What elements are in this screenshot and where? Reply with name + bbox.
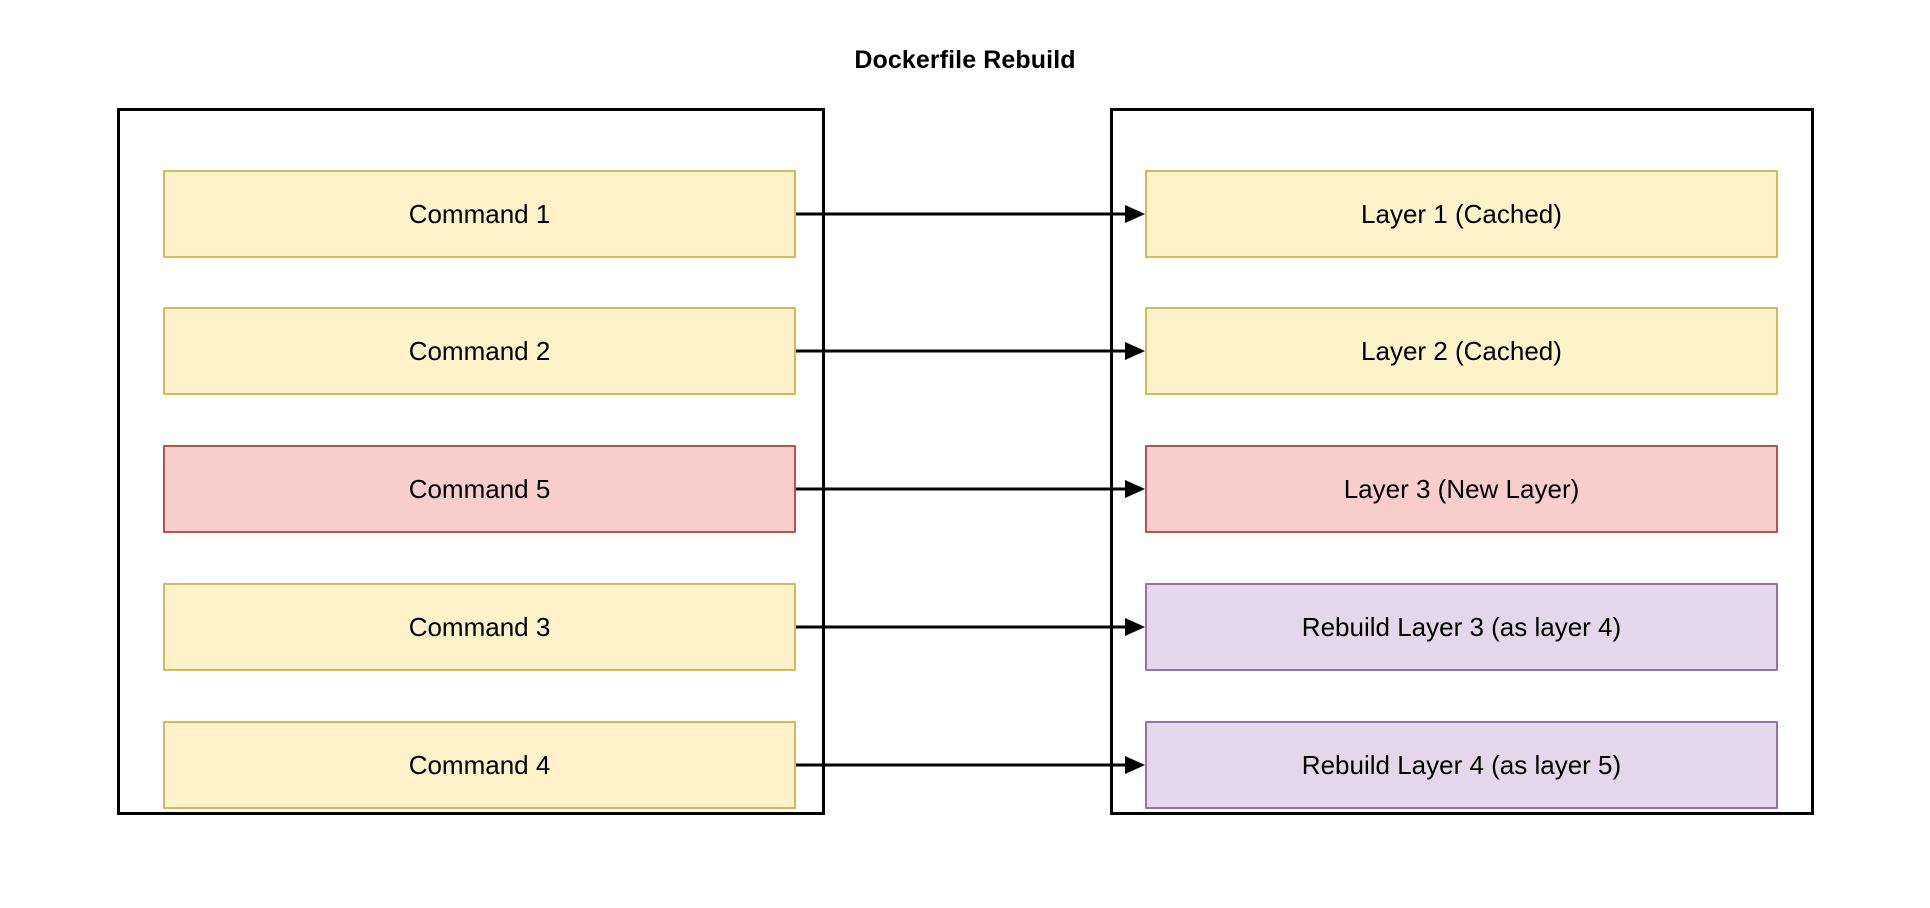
diagram-title: Dockerfile Rebuild xyxy=(854,46,1076,74)
node-command-4[interactable]: Command 4 xyxy=(163,721,796,809)
edge-cmd1-to-layer1 xyxy=(796,205,1145,223)
node-rebuild-layer-3[interactable]: Rebuild Layer 3 (as layer 4) xyxy=(1145,583,1778,671)
node-layer-2-cached[interactable]: Layer 2 (Cached) xyxy=(1145,307,1778,395)
node-command-1[interactable]: Command 1 xyxy=(163,170,796,258)
node-command-3[interactable]: Command 3 xyxy=(163,583,796,671)
edge-cmd4-to-layer5 xyxy=(796,756,1145,774)
node-command-2[interactable]: Command 2 xyxy=(163,307,796,395)
edge-cmd2-to-layer2 xyxy=(796,342,1145,360)
node-rebuild-layer-4[interactable]: Rebuild Layer 4 (as layer 5) xyxy=(1145,721,1778,809)
node-layer-3-new-layer[interactable]: Layer 3 (New Layer) xyxy=(1145,445,1778,533)
node-layer-1-cached[interactable]: Layer 1 (Cached) xyxy=(1145,170,1778,258)
edge-cmd5-to-layer3 xyxy=(796,480,1145,498)
node-command-5[interactable]: Command 5 xyxy=(163,445,796,533)
edge-cmd3-to-layer4 xyxy=(796,618,1145,636)
